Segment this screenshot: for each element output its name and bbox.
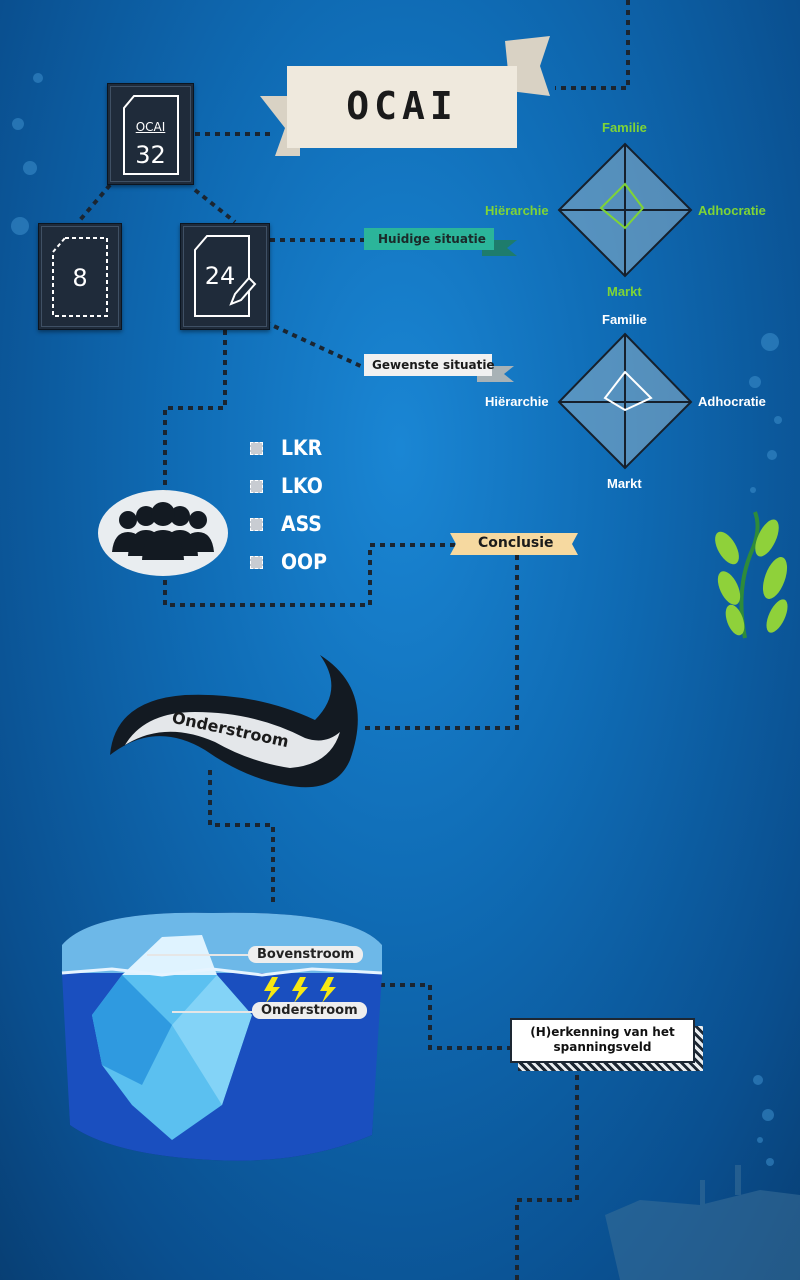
people-group-icon	[98, 490, 228, 576]
lightning-icon	[264, 977, 336, 1003]
title-banner: OCAI	[255, 36, 555, 166]
recognition-line-1: (H)erkenning van het	[530, 1025, 675, 1039]
radar-current-right-label: Adhocratie	[698, 203, 766, 218]
radar-current-bottom-label: Markt	[607, 284, 642, 299]
radar-current-top-label: Familie	[602, 120, 647, 135]
ribbon-desired-situation: Gewenste situatie	[362, 352, 520, 384]
group-item-lko: LKO	[281, 474, 323, 498]
ocai-doc-caption: OCAI	[135, 120, 166, 134]
ribbon-shape	[364, 228, 517, 256]
group-item-oop: OOP	[281, 550, 327, 574]
wave-shape	[110, 655, 358, 788]
box-panel	[510, 1018, 695, 1063]
document-icon	[194, 235, 250, 317]
list-bullet	[250, 442, 263, 455]
document-icon	[52, 237, 108, 317]
doc-8-number: 8	[72, 264, 88, 292]
group-item-ass: ASS	[281, 512, 322, 536]
radar-current-profile	[599, 182, 645, 230]
radar-desired-chart	[557, 332, 693, 470]
iceberg-icon	[61, 912, 383, 1161]
banner-ribbon-shape	[260, 36, 550, 156]
iceberg-lower-label: Onderstroom	[252, 1002, 367, 1019]
radar-current-chart	[557, 142, 693, 278]
conclusion-ribbon: Conclusie	[450, 531, 580, 559]
iceberg-illustration: Bovenstroom Onderstroom	[52, 905, 387, 1165]
recognition-line-2: spanningsveld	[553, 1040, 652, 1054]
ribbon-current-label: Huidige situatie	[378, 232, 486, 246]
list-bullet	[250, 518, 263, 531]
recognition-box: (H)erkenning van het spanningsveld	[510, 1018, 705, 1073]
radar-desired-top-label: Familie	[602, 312, 647, 327]
banner-title: OCAI	[346, 84, 458, 128]
people-silhouettes	[112, 502, 214, 560]
ribbon-shape	[450, 533, 578, 555]
doc-8-tile: 8	[38, 223, 122, 330]
undercurrent-wave: Onderstroom	[105, 650, 365, 795]
list-bullet	[250, 556, 263, 569]
ribbon-current-situation: Huidige situatie	[362, 226, 520, 258]
radar-desired-profile	[603, 370, 653, 412]
shipwreck-icon	[605, 1165, 800, 1280]
ribbon-shape	[364, 354, 514, 382]
radar-current-left-label: Hiërarchie	[485, 203, 549, 218]
doc-24-number: 24	[204, 262, 236, 290]
ribbon-desired-label: Gewenste situatie	[372, 358, 495, 372]
seaweed-icon	[715, 511, 788, 639]
iceberg-upper-label: Bovenstroom	[248, 946, 364, 963]
ocai-document-tile: OCAI 32	[107, 83, 194, 185]
ocai-doc-number: 32	[135, 141, 166, 169]
radar-desired-right-label: Adhocratie	[698, 394, 766, 409]
pencil-icon	[229, 276, 257, 306]
document-icon	[123, 95, 179, 175]
radar-desired-left-label: Hiërarchie	[485, 394, 549, 409]
list-bullet	[250, 480, 263, 493]
radar-desired-bottom-label: Markt	[607, 476, 642, 491]
conclusion-label: Conclusie	[478, 535, 554, 551]
group-item-lkr: LKR	[281, 436, 323, 460]
doc-24-tile: 24	[180, 223, 270, 330]
